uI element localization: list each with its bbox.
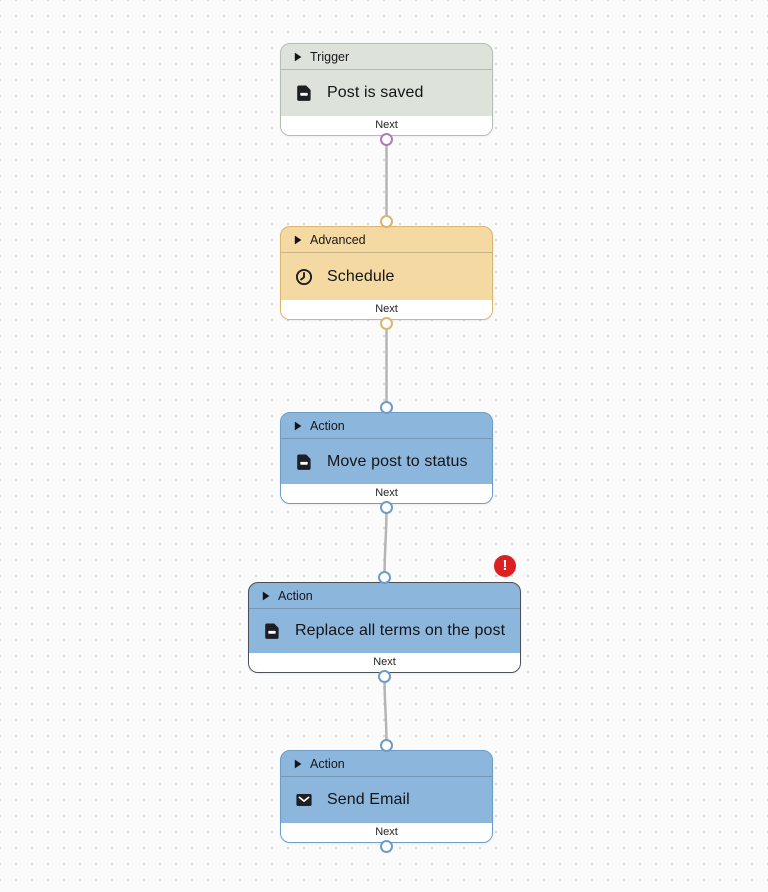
node-title: Schedule xyxy=(327,267,395,285)
node-title: Send Email xyxy=(327,791,410,808)
input-port[interactable] xyxy=(380,401,393,414)
clock-icon xyxy=(294,267,314,287)
node-header: Action xyxy=(281,751,492,777)
node-title: Post is saved xyxy=(327,84,424,101)
output-port[interactable] xyxy=(378,670,391,683)
error-badge: ! xyxy=(494,555,516,577)
workflow-node-move-post[interactable]: Action Move post to status Next xyxy=(280,412,493,504)
node-header: Advanced xyxy=(281,227,492,253)
play-icon xyxy=(294,52,302,62)
workflow-node-trigger[interactable]: Trigger Post is saved Next xyxy=(280,43,493,136)
connector-line xyxy=(383,507,388,578)
next-label: Next xyxy=(281,823,492,842)
play-icon xyxy=(294,421,302,431)
play-icon xyxy=(294,759,302,769)
node-category-label: Action xyxy=(278,589,313,603)
connector-line xyxy=(383,676,388,746)
output-port[interactable] xyxy=(380,133,393,146)
node-body: Schedule xyxy=(281,253,492,300)
next-label: Next xyxy=(281,484,492,503)
input-port[interactable] xyxy=(380,739,393,752)
node-category-label: Action xyxy=(310,419,345,433)
node-body: Move post to status xyxy=(281,439,492,484)
next-label: Next xyxy=(249,653,520,672)
node-category-label: Trigger xyxy=(310,50,350,64)
output-port[interactable] xyxy=(380,317,393,330)
node-header: Trigger xyxy=(281,44,492,70)
node-body: Post is saved xyxy=(281,70,492,116)
node-title: Move post to status xyxy=(327,452,468,470)
workflow-node-replace-terms[interactable]: Action Replace all terms on the post Nex… xyxy=(248,582,521,673)
mail-icon xyxy=(294,790,314,810)
document-icon xyxy=(294,452,314,472)
output-port[interactable] xyxy=(380,501,393,514)
document-icon xyxy=(294,83,314,103)
next-label: Next xyxy=(281,300,492,319)
node-category-label: Action xyxy=(310,757,345,771)
next-label: Next xyxy=(281,116,492,135)
node-title: Replace all terms on the post xyxy=(295,622,506,639)
node-header: Action xyxy=(281,413,492,439)
play-icon xyxy=(262,591,270,601)
workflow-node-send-email[interactable]: Action Send Email Next xyxy=(280,750,493,843)
play-icon xyxy=(294,235,302,245)
input-port[interactable] xyxy=(380,215,393,228)
workflow-node-schedule[interactable]: Advanced Schedule Next xyxy=(280,226,493,320)
document-icon xyxy=(262,621,282,641)
node-body: Replace all terms on the post xyxy=(249,609,520,653)
input-port[interactable] xyxy=(378,571,391,584)
node-category-label: Advanced xyxy=(310,233,366,247)
node-body: Send Email xyxy=(281,777,492,823)
output-port[interactable] xyxy=(380,840,393,853)
node-header: Action xyxy=(249,583,520,609)
